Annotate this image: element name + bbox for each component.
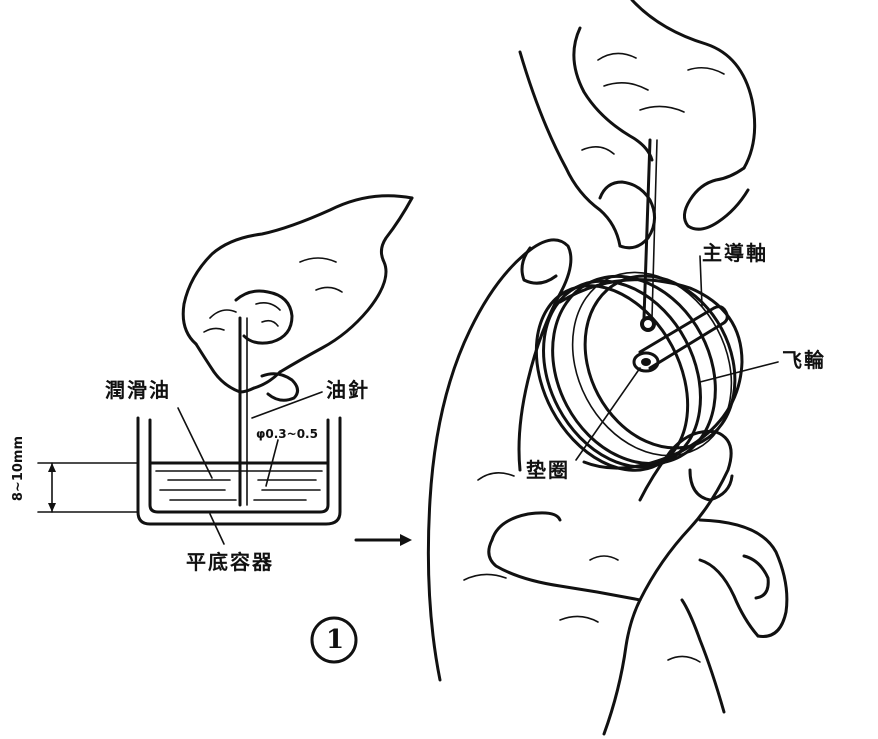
oil-needle-label: 油針 <box>326 378 370 402</box>
flywheel-label: 飞輪 <box>782 348 826 372</box>
holding-hand <box>426 238 789 736</box>
left-leaders <box>177 391 323 545</box>
step-number-badge <box>310 616 358 664</box>
washer-label: 垫圈 <box>526 458 570 482</box>
depth-label: 8~10mm <box>11 436 26 502</box>
right-leaders <box>575 255 779 461</box>
flat-container-label: 平底容器 <box>186 550 274 574</box>
flow-arrow <box>354 534 412 546</box>
oil-needle-top <box>640 138 658 332</box>
needle-diameter-label: φ0.3~0.5 <box>256 427 318 441</box>
step-number: 1 <box>326 625 345 655</box>
main-shaft-label: 主導軸 <box>702 241 768 265</box>
lubricant-label: 潤滑油 <box>105 378 171 402</box>
flywheel-body <box>534 271 744 472</box>
left-hand <box>181 194 414 402</box>
oil-needle <box>238 316 248 507</box>
flat-bottom-container <box>136 416 342 526</box>
top-hand <box>518 0 757 250</box>
depth-dimension <box>37 462 139 513</box>
main-shaft <box>632 305 729 373</box>
